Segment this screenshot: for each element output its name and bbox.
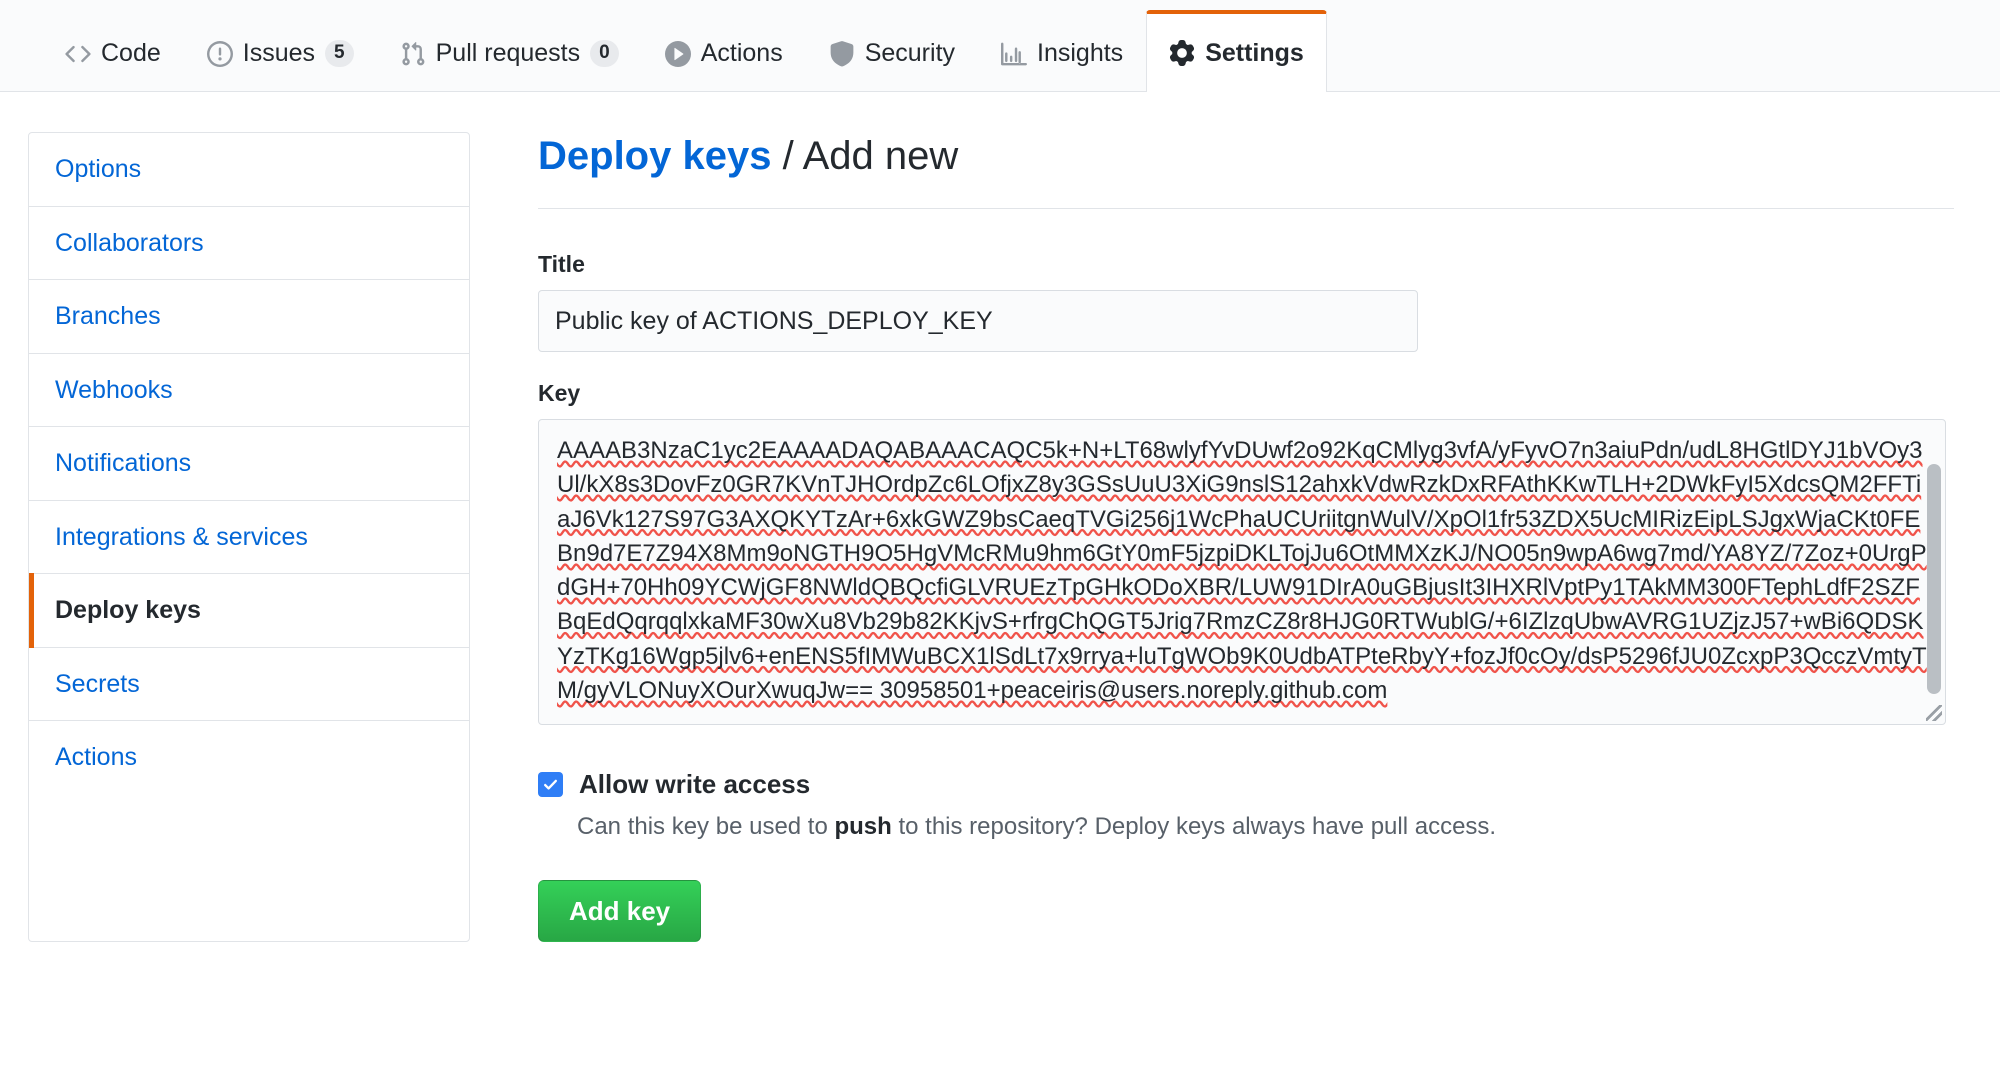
issue-opened-icon xyxy=(206,40,233,67)
help-prefix: Can this key be used to xyxy=(577,813,835,841)
tab-actions[interactable]: Actions xyxy=(642,14,806,92)
breadcrumb-current: Add new xyxy=(802,134,959,178)
allow-write-access-label[interactable]: Allow write access xyxy=(579,769,811,800)
sidebar-item-label: Actions xyxy=(55,743,137,771)
sidebar-item-notifications[interactable]: Notifications xyxy=(29,427,469,501)
deploy-key-form: Deploy keys / Add new Title Key AAAAB3Nz… xyxy=(470,132,2000,942)
issues-count: 5 xyxy=(325,40,354,67)
sidebar-item-label: Integrations & services xyxy=(55,522,308,551)
tab-security[interactable]: Security xyxy=(806,14,978,92)
tab-insights[interactable]: Insights xyxy=(978,14,1146,92)
sidebar-item-collaborators[interactable]: Collaborators xyxy=(29,207,469,280)
sidebar-item-options[interactable]: Options xyxy=(29,133,469,207)
key-textarea-value: AAAAB3NzaC1yc2EAAAADAQABAAACAQC5k+N+LT68… xyxy=(557,437,1927,705)
sidebar-item-label: Deploy keys xyxy=(55,596,201,624)
sidebar-item-label: Notifications xyxy=(55,449,192,477)
title-label: Title xyxy=(538,251,585,277)
settings-sidebar: Options Collaborators Branches Webhooks … xyxy=(28,132,470,942)
sidebar-item-label: Webhooks xyxy=(55,375,173,404)
sidebar-item-label: Branches xyxy=(55,302,161,330)
tab-actions-label: Actions xyxy=(700,39,783,67)
tab-issues[interactable]: Issues 5 xyxy=(184,14,377,92)
pull-requests-count: 0 xyxy=(590,40,619,67)
shield-icon xyxy=(829,40,855,67)
allow-write-access-row: Allow write access xyxy=(538,769,1954,800)
breadcrumb-deploy-keys-link[interactable]: Deploy keys xyxy=(538,134,772,178)
key-textarea[interactable]: AAAAB3NzaC1yc2EAAAADAQABAAACAQC5k+N+LT68… xyxy=(538,419,1946,726)
sidebar-item-webhooks[interactable]: Webhooks xyxy=(29,354,469,427)
settings-page: Options Collaborators Branches Webhooks … xyxy=(0,92,2000,942)
title-input[interactable] xyxy=(538,290,1418,352)
sidebar-item-integrations-services[interactable]: Integrations & services xyxy=(29,501,469,574)
key-textarea-scrollbar[interactable] xyxy=(1927,464,1941,694)
help-suffix: to this repository? Deploy keys always h… xyxy=(891,813,1497,841)
title-field-group: Title xyxy=(538,251,1954,352)
tab-insights-label: Insights xyxy=(1037,39,1124,67)
sidebar-item-deploy-keys[interactable]: Deploy keys xyxy=(29,573,469,648)
play-icon xyxy=(664,40,691,67)
add-key-button[interactable]: Add key xyxy=(538,879,702,942)
tab-settings-label: Settings xyxy=(1205,38,1304,67)
tab-code-label: Code xyxy=(101,39,161,67)
tab-code[interactable]: Code xyxy=(42,14,184,92)
tab-settings[interactable]: Settings xyxy=(1146,10,1327,92)
sidebar-item-label: Secrets xyxy=(55,669,140,698)
tab-security-label: Security xyxy=(864,39,956,67)
sidebar-item-actions[interactable]: Actions xyxy=(29,721,469,794)
help-bold: push xyxy=(834,813,892,841)
breadcrumb-separator: / xyxy=(782,134,794,178)
tab-pull-requests[interactable]: Pull requests 0 xyxy=(377,14,642,92)
allow-write-access-checkbox[interactable] xyxy=(538,772,563,798)
key-textarea-resize-handle[interactable] xyxy=(1926,705,1942,722)
tab-pull-requests-label: Pull requests xyxy=(435,39,581,67)
key-field-group: Key AAAAB3NzaC1yc2EAAAADAQABAAACAQC5k+N+… xyxy=(538,380,1954,726)
tab-issues-label: Issues xyxy=(242,39,316,67)
repo-nav: Code Issues 5 Pull requests 0 Actions Se… xyxy=(0,0,2000,92)
gear-icon xyxy=(1169,40,1195,66)
sidebar-item-secrets[interactable]: Secrets xyxy=(29,648,469,721)
allow-write-access-help: Can this key be used to push to this rep… xyxy=(577,810,1954,844)
sidebar-item-label: Collaborators xyxy=(55,228,204,257)
code-icon xyxy=(65,41,91,67)
graph-icon xyxy=(1001,41,1028,67)
git-pull-request-icon xyxy=(400,41,426,67)
key-label: Key xyxy=(538,380,581,406)
page-title: Deploy keys / Add new xyxy=(538,132,1954,209)
sidebar-item-label: Options xyxy=(55,155,142,183)
sidebar-item-branches[interactable]: Branches xyxy=(29,280,469,354)
